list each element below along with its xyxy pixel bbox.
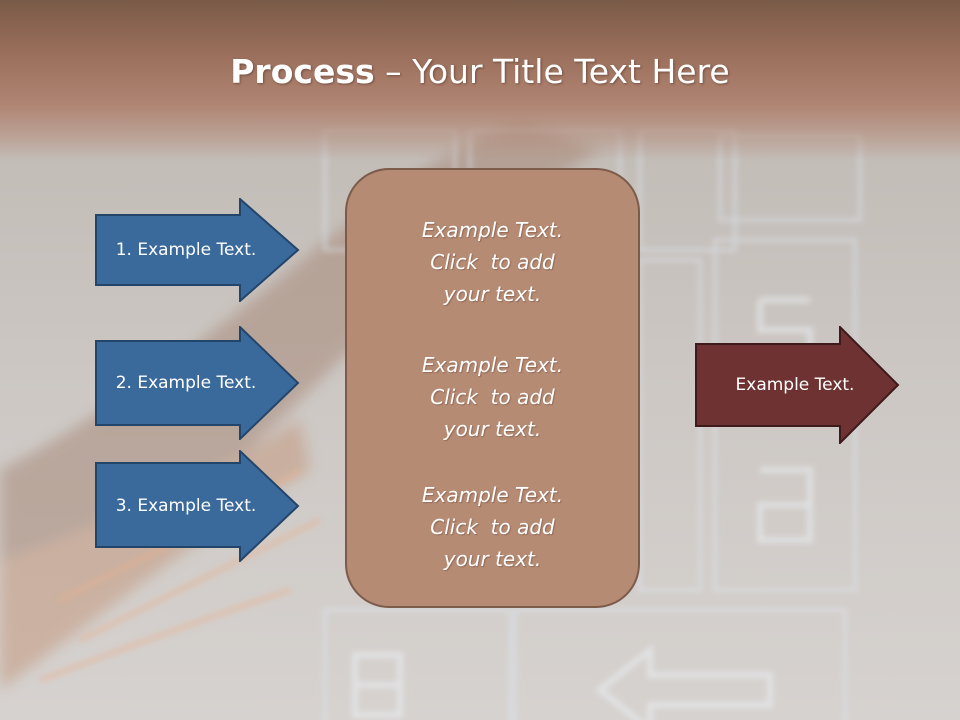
center-text-block-3[interactable]: Example Text. Click to add your text. (347, 479, 638, 575)
title-rest: – Your Title Text Here (374, 52, 730, 91)
right-arrow-shape-icon (95, 326, 300, 440)
center-line: your text. (443, 417, 542, 441)
right-arrow-label: Example Text. (735, 375, 855, 395)
title-bold: Process (230, 52, 375, 91)
left-arrow-1[interactable]: 1. Example Text. (95, 198, 300, 302)
center-text-box[interactable]: Example Text. Click to add your text. Ex… (345, 168, 640, 608)
center-text-block-1[interactable]: Example Text. Click to add your text. (347, 214, 638, 310)
left-arrow-3[interactable]: 3. Example Text. (95, 450, 300, 562)
center-line: Click to add (430, 515, 555, 539)
center-line: your text. (443, 282, 542, 306)
center-text-block-2[interactable]: Example Text. Click to add your text. (347, 349, 638, 445)
left-arrow-label: 2. Example Text. (115, 373, 257, 393)
center-line: Example Text. (421, 483, 564, 507)
center-line: Click to add (430, 250, 555, 274)
center-line: Example Text. (421, 353, 564, 377)
center-line: Click to add (430, 385, 555, 409)
right-arrow[interactable]: Example Text. (695, 326, 900, 444)
right-arrow-shape-icon (95, 450, 300, 562)
right-arrow-shape-icon (695, 326, 900, 444)
title-band (0, 0, 960, 160)
center-line: Example Text. (421, 218, 564, 242)
left-arrow-label: 1. Example Text. (115, 240, 257, 260)
right-arrow-shape-icon (95, 198, 300, 302)
left-arrow-label: 3. Example Text. (115, 496, 257, 516)
left-arrow-2[interactable]: 2. Example Text. (95, 326, 300, 440)
center-line: your text. (443, 547, 542, 571)
slide-title[interactable]: Process – Your Title Text Here (0, 52, 960, 91)
